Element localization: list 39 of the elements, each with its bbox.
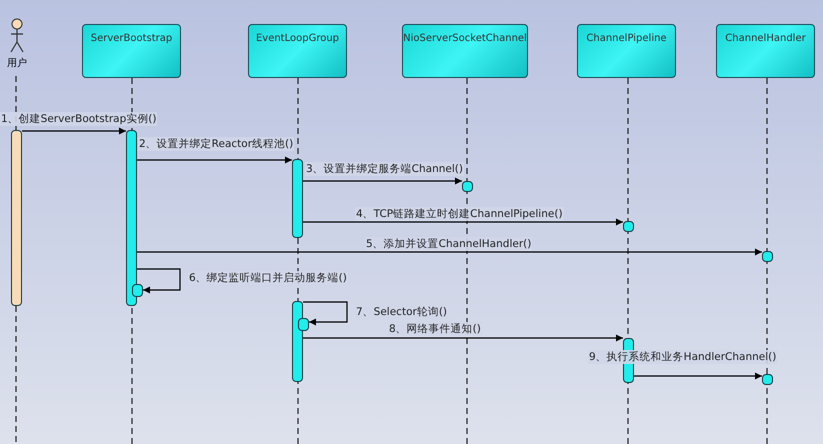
message-arrow [303,301,348,326]
activation-bar [292,159,303,238]
edge-label: 4、TCP链路建立时创建ChannelPipeline() [355,207,564,221]
message-arrow [137,248,762,256]
edge-label: 5、添加并设置ChannelHandler() [365,237,532,251]
activation-bar [132,284,143,297]
edge-label: 3、设置并绑定服务端Channel() [305,162,464,176]
activation-bar [462,181,473,192]
lifeline-header-box [577,24,676,78]
message-arrow [303,334,623,342]
activation-bar [762,374,773,385]
activation-bar [298,318,309,331]
message-arrow [303,178,462,184]
lifeline-name: EventLoopGroup [254,33,340,44]
lifeline-header-box [248,24,347,78]
message-arrow [137,156,292,164]
edge-label: 2、设置并绑定Reactor线程池() [138,137,294,151]
edge-label: 6、绑定监听端口并启动服务端() [188,271,348,285]
message-arrow [303,218,623,226]
message-arrow [137,268,181,294]
activation-bar [623,221,634,232]
lifeline-name: ServerBootstrap [90,33,174,44]
lifeline-name: NioServerSocketChannel [403,33,527,44]
lifeline-header-box [402,24,528,78]
message-arrow [634,372,762,380]
lifeline-header-box [716,24,815,78]
activation-bar [126,130,137,306]
actor-name: 用户 [6,56,28,70]
lifeline-header-box [82,24,181,78]
edge-label: 9、执行系统和业务HandlerChannel() [588,350,778,364]
lifeline-name: ChannelPipeline [585,33,668,44]
message-arrow [22,128,126,134]
edge-label: 8、网络事件通知() [388,322,482,336]
edge-label: 7、Selector轮询() [355,305,448,319]
activation-bar [11,130,22,306]
activation-bar [292,301,303,382]
activation-bar [762,251,773,262]
edge-label: 1、创建ServerBootstrap实例() [0,112,158,126]
lifeline-name: ChannelHandler [724,33,807,44]
